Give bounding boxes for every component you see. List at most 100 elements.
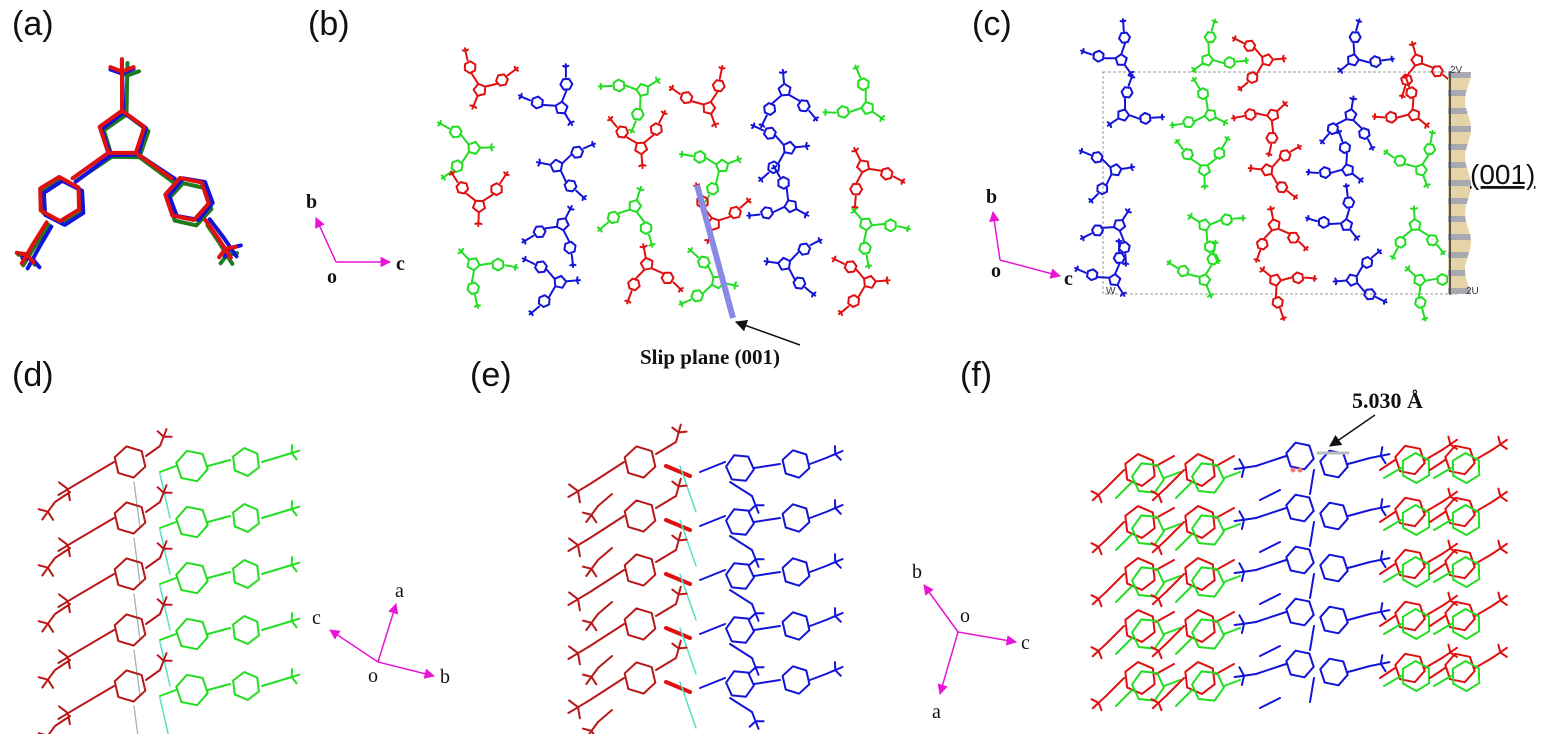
surface-strip: [1448, 168, 1468, 171]
slab-f-red: [1150, 557, 1235, 608]
surface-strip: [1448, 126, 1471, 129]
hbond-line: [159, 697, 169, 734]
surface-strip: [1448, 270, 1466, 273]
cell-molecule: [1389, 205, 1447, 260]
slab-f-red: [1150, 453, 1235, 504]
cell-molecule: [1169, 77, 1229, 129]
cell-molecule: [1166, 239, 1220, 299]
axis-triad-e: b o c a: [912, 561, 1030, 723]
axis-o-label-c: o: [991, 260, 1001, 282]
chain-d-red: [37, 652, 173, 734]
slab-f-red: [1429, 643, 1508, 684]
hbond-line: [159, 641, 171, 687]
packed-molecule: [461, 47, 519, 110]
surface-strip: [1448, 84, 1469, 87]
centroid-dot: [1290, 467, 1296, 473]
hbond-line: [679, 465, 697, 513]
axis-o-label-e: o: [960, 605, 970, 627]
slip-plane-arrow: [734, 320, 801, 346]
surface-strip: [1448, 231, 1470, 234]
chain-e-red: [567, 477, 688, 578]
slab-f-green: [1383, 660, 1431, 692]
surface-strip: [1448, 279, 1467, 282]
packed-molecule: [668, 65, 726, 128]
chain-e-link: [664, 518, 692, 532]
axis-a-label-e: a: [932, 701, 941, 723]
axis-triad-c: b o c: [986, 186, 1073, 290]
packed-molecule: [822, 64, 886, 123]
conformer-red: [14, 57, 238, 266]
surface-strip: [1448, 96, 1466, 99]
cell-molecule: [1259, 266, 1318, 321]
axis-c-label-d: c: [312, 607, 321, 629]
plane-001-label: (001): [1470, 159, 1535, 190]
axis-b-label-e: b: [912, 561, 922, 583]
surface-strip: [1448, 267, 1466, 270]
cell-label-w: W: [1106, 286, 1116, 297]
slab-f-red: [1429, 591, 1508, 632]
slip-plane-label: Slip plane (001): [640, 345, 780, 369]
slab-f-red: [1150, 661, 1235, 712]
packed-molecule: [849, 147, 906, 211]
hbond-line: [679, 519, 697, 567]
hbond-line: [679, 627, 697, 675]
surface-strip: [1448, 72, 1471, 75]
chain-e-blue: [699, 607, 844, 676]
packed-molecule: [521, 205, 577, 269]
cell-label-2u: 2U: [1466, 286, 1479, 297]
surface-strip: [1448, 111, 1468, 114]
distance-label: 5.030 Å: [1352, 388, 1423, 413]
surface-strip: [1448, 87, 1468, 90]
panel-label-b: (b): [308, 5, 350, 43]
hbond-line: [679, 573, 697, 621]
chain-d-green: [159, 612, 301, 651]
surface-strip: [1448, 198, 1468, 201]
slab-f-green: [1433, 556, 1481, 588]
surface-strip: [1448, 186, 1471, 189]
axis-c-label-e: c: [1021, 632, 1030, 654]
slab-f-red: [1379, 643, 1458, 684]
surface-strip: [1448, 150, 1466, 153]
slab-f-red: [1379, 591, 1458, 632]
surface-strip: [1448, 204, 1467, 207]
surface-strip: [1448, 147, 1467, 150]
panel-label-d: (d): [12, 356, 54, 394]
packed-molecule: [746, 164, 810, 220]
surface-strip: [1448, 192, 1470, 195]
hbond-line: [159, 473, 171, 519]
surface-strip: [1448, 261, 1467, 264]
slab-f-red: [1090, 453, 1175, 504]
surface-strip: [1448, 117, 1470, 120]
packed-molecule: [831, 255, 891, 317]
slab-f-red: [1379, 539, 1458, 580]
cell-molecule: [1231, 35, 1287, 92]
packed-molecule: [758, 68, 819, 129]
slab-f-green: [1383, 556, 1431, 588]
panel-label-c: (c): [972, 5, 1012, 43]
axis-o-label-d: o: [368, 665, 378, 687]
chain-d-red: [37, 596, 173, 689]
cell-molecule: [1080, 18, 1135, 77]
chain-d-red: [37, 428, 173, 521]
surface-strip: [1448, 171, 1469, 174]
slab-f-green: [1175, 670, 1241, 707]
slab-f-red: [1429, 539, 1508, 580]
surface-strip: [1448, 108, 1467, 111]
surface-strip: [1448, 189, 1471, 192]
chain-e-link: [664, 680, 692, 694]
cell-molecule: [1383, 129, 1437, 189]
surface-strip: [1448, 159, 1466, 162]
centroid-dot: [1297, 467, 1303, 473]
chain-e-blue: [699, 499, 844, 568]
axis-b-label-c: b: [986, 186, 997, 208]
packed-molecule: [457, 247, 519, 309]
packed-molecule: [607, 110, 668, 170]
surface-strip: [1448, 216, 1466, 219]
chain-d-red: [37, 484, 173, 577]
surface-strip: [1448, 153, 1466, 156]
surface-strip: [1448, 144, 1468, 147]
surface-strip: [1448, 201, 1467, 204]
slab-f-green: [1433, 660, 1481, 692]
